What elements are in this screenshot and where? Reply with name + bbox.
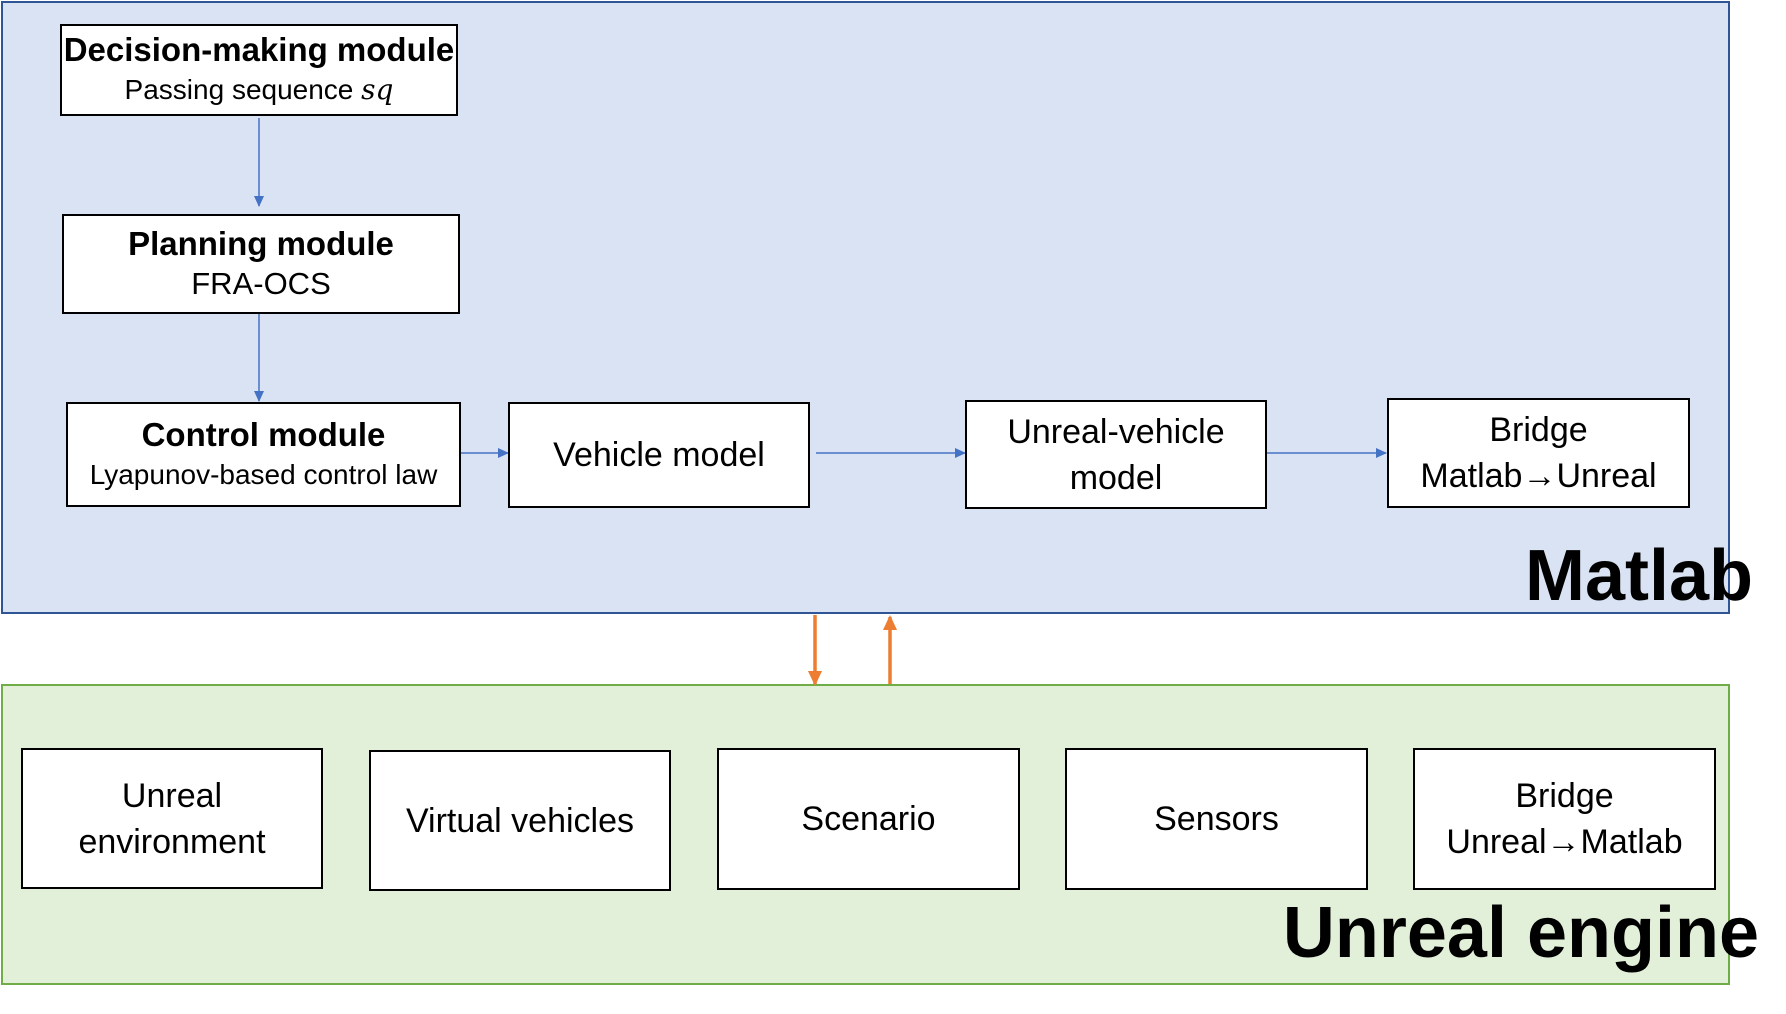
- decision-making-module-box: Decision-making module Passing sequence …: [60, 24, 458, 116]
- control-module-subtitle: Lyapunov-based control law: [89, 458, 438, 490]
- scenario-label: Scenario: [801, 800, 936, 838]
- bridge-unreal-to-matlab-box: Bridge Unreal→Matlab: [1413, 748, 1716, 890]
- vehicle-model-box: Vehicle model: [508, 402, 810, 508]
- unreal-environment-line2: environment: [78, 822, 266, 861]
- passing-sequence-label: Passing sequence sq: [125, 70, 394, 110]
- sensors-label: Sensors: [1154, 800, 1279, 838]
- planning-module-box: Planning module FRA-OCS: [62, 214, 460, 314]
- bridge-unreal-to-matlab-line2: Unreal→Matlab: [1446, 823, 1683, 861]
- planning-module-title: Planning module: [128, 225, 394, 262]
- bridge-matlab-to-unreal-line2: Matlab→Unreal: [1420, 457, 1657, 495]
- unreal-vehicle-model-line1: Unreal-vehicle: [1007, 412, 1225, 451]
- passing-sequence-variable: sq: [361, 73, 394, 106]
- virtual-vehicles-box: Virtual vehicles: [369, 750, 671, 891]
- unreal-environment-line1: Unreal: [121, 776, 223, 815]
- unreal-vehicle-model-line2: model: [1069, 458, 1163, 497]
- matlab-region-label: Matlab: [1524, 536, 1753, 616]
- unreal-vehicle-model-box: Unreal-vehicle model: [965, 400, 1267, 509]
- vehicle-model-label: Vehicle model: [553, 436, 765, 474]
- control-module-title: Control module: [141, 415, 386, 453]
- unreal-engine-region-label: Unreal engine: [1282, 893, 1759, 973]
- unreal-environment-box: Unreal environment: [21, 748, 323, 889]
- passing-sequence-text: Passing sequence: [124, 74, 362, 105]
- bridge-matlab-to-unreal-box: Bridge Matlab→Unreal: [1387, 398, 1690, 508]
- decision-making-module-title: Decision-making module: [63, 31, 455, 68]
- bridge-matlab-to-unreal-line1: Bridge: [1489, 411, 1588, 449]
- control-module-box: Control module Lyapunov-based control la…: [66, 402, 461, 507]
- scenario-box: Scenario: [717, 748, 1020, 890]
- virtual-vehicles-label: Virtual vehicles: [405, 801, 635, 840]
- sensors-box: Sensors: [1065, 748, 1368, 890]
- planning-module-subtitle: FRA-OCS: [191, 266, 331, 301]
- bridge-unreal-to-matlab-line1: Bridge: [1515, 777, 1614, 815]
